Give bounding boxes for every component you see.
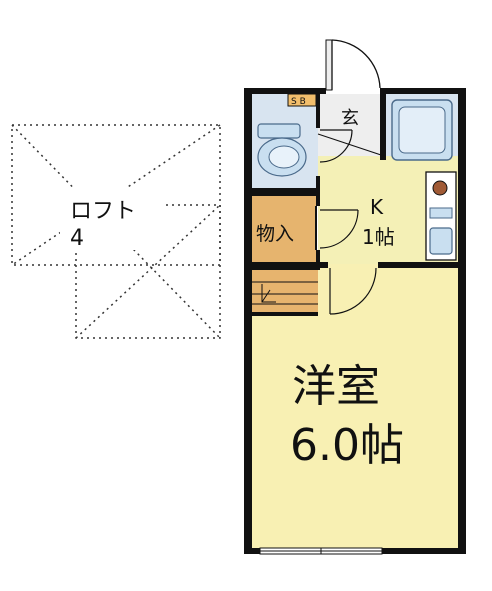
loft-size: 4 xyxy=(70,226,84,251)
stairs-lines xyxy=(250,281,318,305)
loft-name: ロフト xyxy=(70,199,136,224)
western-room-floor xyxy=(250,316,460,548)
shoe-box: S B xyxy=(287,93,317,107)
loft-diagonal-3 xyxy=(75,204,221,339)
stove-icon xyxy=(432,180,448,196)
bathtub-icon xyxy=(391,99,453,161)
entrance-label: 玄 xyxy=(341,108,359,129)
shoe-box-label: S B xyxy=(291,97,306,107)
western-room-name: 洋室 xyxy=(292,361,380,412)
kitchen-size: 1帖 xyxy=(362,225,395,249)
toilet-icon xyxy=(257,123,307,177)
window xyxy=(259,547,383,555)
loft-diagonal-1 xyxy=(11,124,221,339)
storage-label: 物入 xyxy=(256,223,294,245)
loft-outline-top xyxy=(11,124,221,266)
kitchen-name: K xyxy=(370,195,384,219)
interior-doors xyxy=(315,129,377,315)
stairs xyxy=(250,270,318,314)
storage-room xyxy=(250,196,316,262)
loft: ロフト 4 xyxy=(11,124,221,339)
sink-icon xyxy=(429,227,453,255)
entrance-door xyxy=(325,39,381,91)
walls xyxy=(244,88,466,554)
western-room-size: 6.0帖 xyxy=(290,420,404,471)
entrance-hall xyxy=(318,94,384,156)
kitchen-counter xyxy=(425,171,457,261)
